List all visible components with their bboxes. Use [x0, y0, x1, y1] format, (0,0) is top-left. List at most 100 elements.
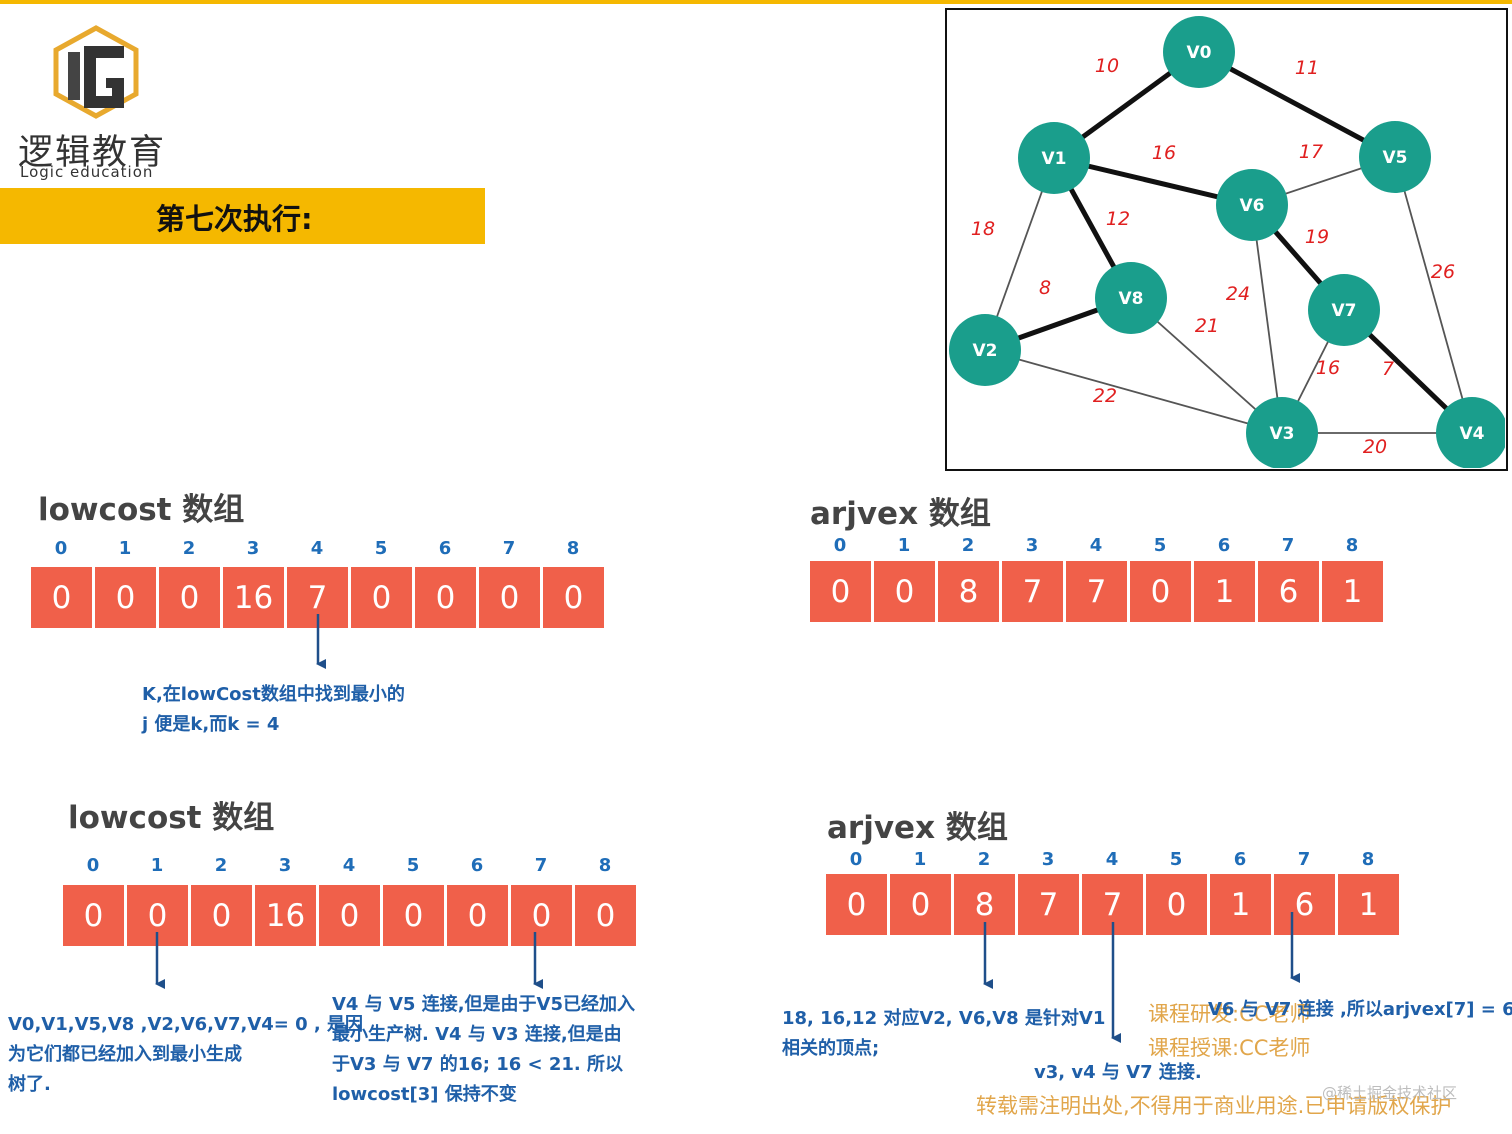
array-cell: 16: [255, 885, 316, 946]
array-cell: 16: [223, 567, 284, 628]
step-banner-title: 第七次执行:: [156, 202, 313, 236]
array-index: 4: [1089, 535, 1103, 556]
array-index: 7: [534, 855, 548, 876]
array-index: 7: [1297, 849, 1311, 870]
array-index: 3: [278, 855, 292, 876]
lowcost-bottom-note-right: V4 与 V5 连接,但是由于V5已经加入 最小生产树. V4 与 V3 连接,…: [332, 990, 635, 1110]
array-index: 1: [118, 538, 132, 559]
edge-weight-label: 17: [1299, 141, 1323, 163]
array-index: 3: [246, 538, 260, 559]
array-cell: 0: [95, 567, 156, 628]
array-index: 3: [1025, 535, 1039, 556]
array-cell: 0: [543, 567, 604, 628]
logo-text-cn: 逻辑教育: [18, 133, 167, 173]
array-cell: 0: [890, 874, 951, 935]
array-index: 6: [1217, 535, 1231, 556]
graph-node-label: V1: [1042, 149, 1067, 169]
array-cell: 0: [810, 561, 871, 622]
graph-node-v8: [1095, 262, 1167, 334]
graph-node-label: V0: [1187, 43, 1212, 63]
graph-node-label: V7: [1332, 301, 1357, 321]
graph-node-label: V5: [1383, 148, 1408, 168]
array-index: 4: [310, 538, 324, 559]
graph-node-label: V8: [1119, 289, 1144, 309]
graph-node-v0: [1163, 16, 1235, 88]
logo-mark: [53, 25, 139, 119]
edge-weight-label: 18: [971, 218, 995, 240]
arjvex-bottom-note-mid: v3, v4 与 V7 连接.: [1034, 1062, 1202, 1083]
note-line: 最小生产树. V4 与 V3 连接,但是由: [332, 1024, 622, 1045]
note-line: 18, 16,12 对应V2, V6,V8 是针对V1: [782, 1008, 1106, 1029]
array-index: 2: [182, 538, 196, 559]
array-cell: 0: [826, 874, 887, 935]
edge-weight-label: 22: [1093, 385, 1117, 407]
lowcost-top-title: lowcost 数组: [38, 492, 245, 528]
step-banner: [0, 188, 485, 244]
array-cell: 1: [1322, 561, 1383, 622]
array-cell: 0: [31, 567, 92, 628]
array-index: 3: [1041, 849, 1055, 870]
array-cell: 0: [575, 885, 636, 946]
array-cell: 1: [1194, 561, 1255, 622]
array-cell: 1: [1338, 874, 1399, 935]
watermark-line-3: 转载需注明出处,不得用于商业用途.已申请版权保护: [976, 1094, 1452, 1118]
top-accent-line: [0, 0, 1512, 4]
edge-weight-label: 7: [1382, 358, 1394, 380]
array-cell: 0: [63, 885, 124, 946]
graph-edge-v6-v3: [1251, 204, 1283, 434]
array-index: 8: [598, 855, 612, 876]
array-cell: 0: [479, 567, 540, 628]
array-index: 4: [342, 855, 356, 876]
graph-node-label: V2: [973, 341, 998, 361]
array-index: 5: [374, 538, 388, 559]
array-cell: 0: [447, 885, 508, 946]
graph-edge-v5-v4: [1394, 156, 1473, 434]
array-index: 7: [1281, 535, 1295, 556]
note-line: 于V3 与 V7 的16; 16 < 21. 所以: [332, 1054, 624, 1075]
logo-text-en: Logic education: [20, 163, 154, 181]
array-index: 0: [833, 535, 847, 556]
array-cell: 8: [938, 561, 999, 622]
array-index: 1: [897, 535, 911, 556]
array-cell: 7: [1002, 561, 1063, 622]
array-cell: 8: [954, 874, 1015, 935]
array-index: 0: [849, 849, 863, 870]
array-index: 6: [438, 538, 452, 559]
array-index: 4: [1105, 849, 1119, 870]
arjvex-bottom-title: arjvex 数组: [827, 810, 1008, 846]
array-cell: 0: [351, 567, 412, 628]
lowcost-top-note: K,在lowCost数组中找到最小的 j 便是k,而k = 4: [142, 680, 405, 740]
array-index: 7: [502, 538, 516, 559]
edge-weight-label: 21: [1195, 315, 1219, 337]
array-index: 6: [470, 855, 484, 876]
array-cell: 0: [159, 567, 220, 628]
array-cell: 7: [1018, 874, 1079, 935]
array-index: 8: [566, 538, 580, 559]
arjvex-bottom-note-left: 18, 16,12 对应V2, V6,V8 是针对V1 相关的顶点;: [782, 1004, 1105, 1064]
array-index: 5: [1169, 849, 1183, 870]
array-index: 6: [1233, 849, 1247, 870]
graph-node-v7: [1308, 274, 1380, 346]
array-cell: 6: [1274, 874, 1335, 935]
note-line: V0,V1,V5,V8 ,V2,V6,V7,V4= 0 , 是因: [8, 1014, 364, 1035]
edge-weight-label: 26: [1431, 261, 1455, 283]
graph-node-label: V4: [1460, 424, 1485, 444]
array-cell: 0: [383, 885, 444, 946]
array-cell: 0: [511, 885, 572, 946]
juejin-credit: @稀土掘金技术社区: [1322, 1084, 1458, 1102]
edge-weight-label: 16: [1152, 142, 1176, 164]
array-index: 0: [54, 538, 68, 559]
edge-weight-label: 20: [1363, 436, 1387, 458]
edge-weight-label: 16: [1316, 357, 1340, 379]
note-line: V4 与 V5 连接,但是由于V5已经加入: [332, 994, 636, 1015]
array-cell: 0: [874, 561, 935, 622]
note-line: 相关的顶点;: [782, 1038, 880, 1059]
array-index: 2: [961, 535, 975, 556]
edge-weight-label: 11: [1295, 57, 1319, 79]
edge-weight-label: 24: [1226, 283, 1250, 305]
graph-node-v5: [1359, 121, 1431, 193]
array-index: 8: [1361, 849, 1375, 870]
edge-weight-label: 8: [1039, 277, 1051, 299]
